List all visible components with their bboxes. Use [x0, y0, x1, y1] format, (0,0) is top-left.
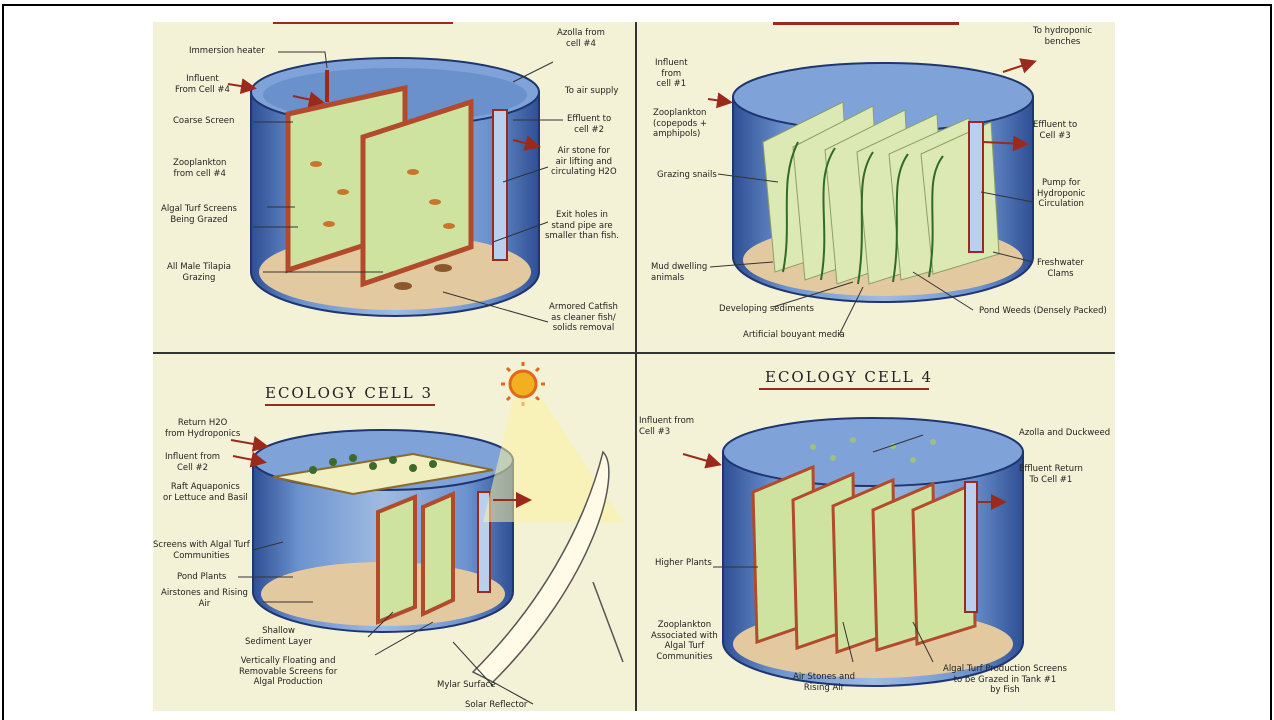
label-developing-sediments: Developing sediments [719, 304, 814, 315]
label-algal-turf-screens: Algal Turf Screens Being Grazed [161, 204, 237, 225]
label-shallow-sediment: Shallow Sediment Layer [245, 626, 312, 647]
label-solar-reflector: Solar Reflector [465, 700, 527, 711]
label-screens-algal-turf: Screens with Algal Turf Communities [153, 540, 250, 561]
label-higher-plants: Higher Plants [655, 558, 712, 569]
label-air-stones-rising: Air Stones and Rising Air [793, 672, 855, 693]
label-cell3-influent: Influent from Cell #2 [165, 452, 220, 473]
label-immersion-heater: Immersion heater [189, 46, 265, 57]
label-algal-turf-production: Algal Turf Production Screens to be Graz… [943, 664, 1067, 696]
label-mylar-surface: Mylar Surface [437, 680, 496, 691]
label-cell2-effluent: Effluent to Cell #3 [1033, 120, 1077, 141]
label-tilapia: All Male Tilapia Grazing [167, 262, 231, 283]
label-cell1-zooplankton: Zooplankton from cell #4 [173, 158, 226, 179]
label-cell2-influent: Influent from cell #1 [655, 58, 688, 90]
label-cell1-azolla: Azolla from cell #4 [557, 28, 605, 49]
label-air-supply: To air supply [565, 86, 618, 97]
label-air-stone: Air stone for air lifting and circulatin… [551, 146, 617, 178]
ecology-cells-diagram: Immersion heater Influent From Cell #4 C… [153, 22, 1115, 711]
label-artificial-media: Artificial bouyant media [743, 330, 845, 341]
label-return-h2o: Return H2O from Hydroponics [165, 418, 240, 439]
label-exit-holes: Exit holes in stand pipe are smaller tha… [545, 210, 619, 242]
label-cell4-influent: Influent from Cell #3 [639, 416, 694, 437]
label-armored-catfish: Armored Catfish as cleaner fish/ solids … [549, 302, 618, 334]
label-grazing-snails: Grazing snails [657, 170, 717, 181]
cell4-title: ECOLOGY CELL 4 [765, 368, 933, 386]
label-cell1-effluent: Effluent to cell #2 [567, 114, 611, 135]
cell3-title: ECOLOGY CELL 3 [265, 384, 433, 402]
label-pond-weeds: Pond Weeds (Densely Packed) [979, 306, 1107, 317]
label-freshwater-clams: Freshwater Clams [1037, 258, 1084, 279]
label-cell1-influent: Influent From Cell #4 [175, 74, 230, 95]
label-pump: Pump for Hydroponic Circulation [1037, 178, 1085, 210]
label-floating-screens: Vertically Floating and Removable Screen… [239, 656, 337, 688]
label-pond-plants: Pond Plants [177, 572, 226, 583]
label-raft-aquaponics: Raft Aquaponics or Lettuce and Basil [163, 482, 248, 503]
label-azolla-duckweed: Azolla and Duckweed [1019, 428, 1110, 439]
label-cell2-zooplankton: Zooplankton (copepods + amphipols) [653, 108, 707, 140]
label-airstones: Airstones and Rising Air [161, 588, 248, 609]
cell4-tank [723, 418, 1023, 686]
diagram-artwork [153, 22, 1115, 711]
label-cell4-zooplankton: Zooplankton Associated with Algal Turf C… [651, 620, 718, 662]
label-hydroponic-benches: To hydroponic benches [1033, 26, 1092, 47]
label-mud-animals: Mud dwelling animals [651, 262, 707, 283]
label-coarse-screen: Coarse Screen [173, 116, 234, 127]
divider-vertical [635, 22, 637, 711]
cell2-tank [733, 63, 1033, 302]
divider-horizontal [153, 352, 1115, 354]
label-effluent-return: Effluent Return To Cell #1 [1019, 464, 1083, 485]
cell3-sun-and-reflector [473, 362, 623, 682]
